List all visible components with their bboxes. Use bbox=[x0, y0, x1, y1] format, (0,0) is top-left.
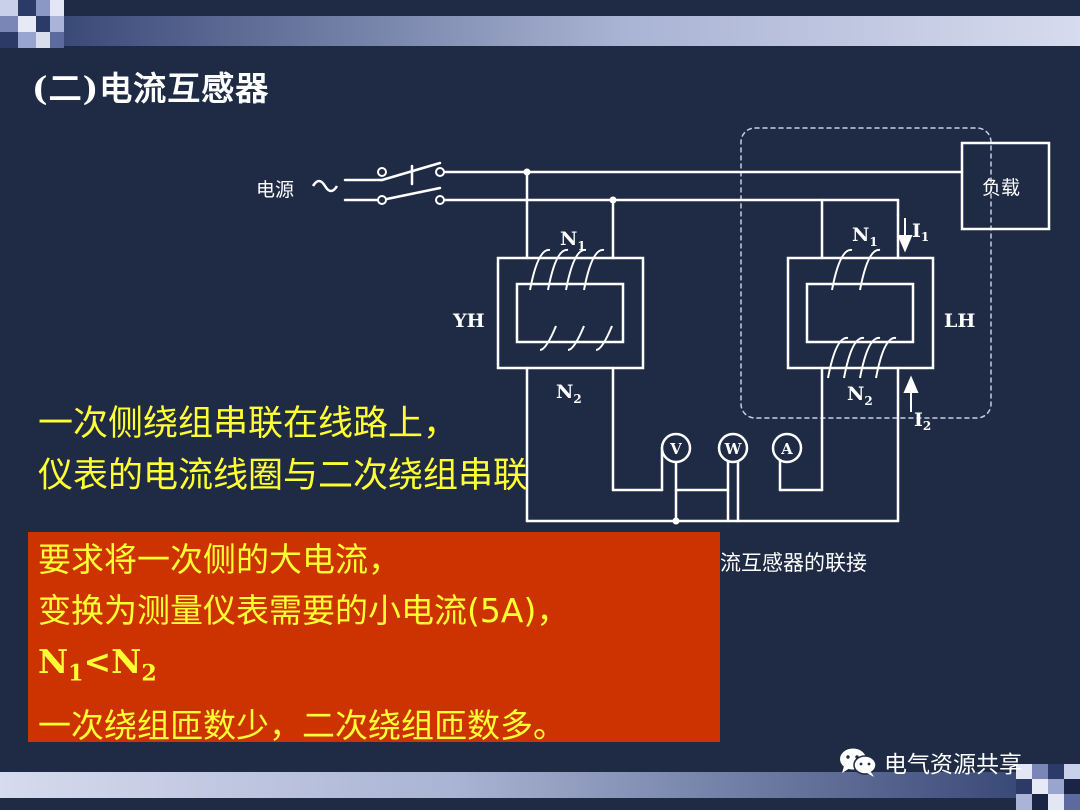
meter-v-label: V bbox=[669, 440, 682, 458]
requirement-line-2: 变换为测量仪表需要的小电流(5A)， bbox=[38, 591, 570, 630]
yh-n1-label: N1 bbox=[560, 228, 586, 253]
requirement-line-3: N1<N2 bbox=[38, 642, 157, 687]
wattmeter-icon bbox=[717, 432, 749, 464]
watermark: 电气资源共享 bbox=[838, 744, 1022, 780]
yh-secondary-winding bbox=[539, 325, 613, 351]
lh-n2-label: N2 bbox=[847, 383, 873, 408]
i2-label: I2 bbox=[914, 409, 931, 433]
lh-n1-label: N1 bbox=[852, 224, 878, 249]
meter-a-label: A bbox=[780, 440, 793, 458]
voltmeter-icon bbox=[660, 432, 692, 464]
meter-w-label: W bbox=[724, 440, 743, 458]
load-label: 负载 bbox=[982, 177, 1020, 199]
top-decorative-bar bbox=[0, 0, 1080, 48]
ammeter-icon bbox=[771, 432, 803, 464]
requirement-line-4: 一次绕组匝数少，二次绕组匝数多。 bbox=[38, 705, 566, 745]
yh-label: YH bbox=[452, 310, 485, 332]
diagram-caption: 流互感器的联接 bbox=[720, 551, 867, 575]
bottom-decorative-bar bbox=[0, 764, 1080, 810]
note-line-1: 一次侧绕组串联在线路上， bbox=[38, 404, 459, 444]
lh-label: LH bbox=[944, 310, 975, 332]
requirement-box: 要求将一次侧的大电流， 变换为测量仪表需要的小电流(5A)， N1<N2 一次绕… bbox=[28, 532, 720, 745]
lh-primary-winding bbox=[831, 248, 881, 291]
lh-secondary-winding bbox=[827, 336, 897, 379]
power-label: 电源 bbox=[256, 179, 294, 201]
yh-core-inner bbox=[515, 282, 625, 344]
note-line-2: 仪表的电流线圈与二次绕组串联 bbox=[38, 456, 529, 496]
requirement-line-1: 要求将一次侧的大电流， bbox=[38, 540, 401, 579]
watermark-text: 电气资源共享 bbox=[884, 752, 1022, 778]
wechat-icon bbox=[840, 748, 877, 777]
highlight-note: 一次侧绕组串联在线路上， 仪表的电流线圈与二次绕组串联 bbox=[38, 398, 528, 502]
yh-n2-label: N2 bbox=[556, 381, 582, 406]
ac-source-icon bbox=[311, 179, 339, 193]
lh-core-inner bbox=[805, 282, 915, 344]
load-box bbox=[960, 141, 1051, 231]
yh-core-outer bbox=[496, 256, 645, 370]
slide-title: (二)电流互感器 bbox=[32, 69, 270, 108]
lh-core-outer bbox=[786, 256, 935, 370]
yh-primary-winding bbox=[529, 248, 605, 291]
i1-label: I1 bbox=[912, 220, 929, 244]
